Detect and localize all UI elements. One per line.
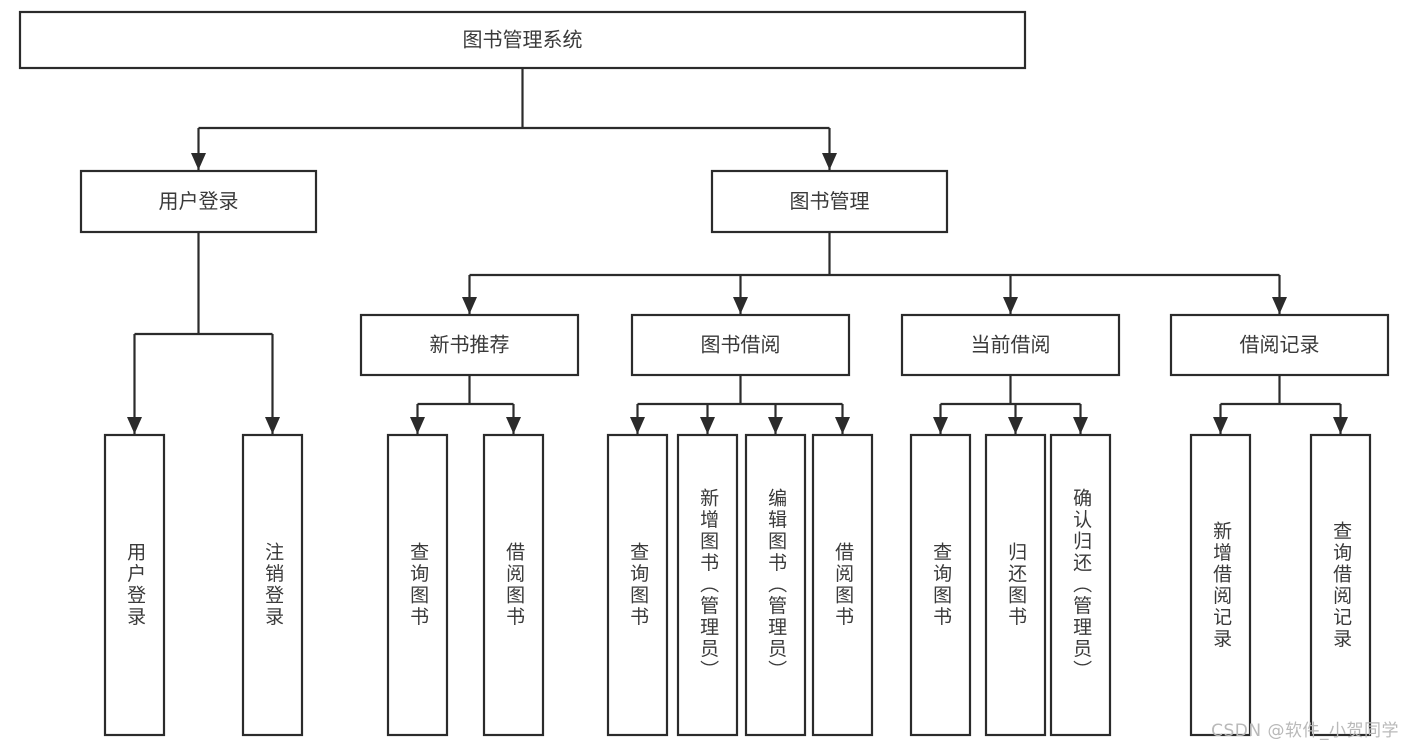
node-label-root: 图书管理系统	[463, 28, 583, 52]
node-box-leaf-current-query[interactable]	[909, 433, 972, 737]
node-box-leaf-borrow-query[interactable]	[606, 433, 669, 737]
arrow-head-icon-leaf-record-add	[1213, 417, 1228, 434]
node-box-current-borrow[interactable]	[900, 313, 1121, 377]
node-box-leaf-current-confirm[interactable]	[1049, 433, 1112, 737]
arrow-head-icon-leaf-borrow-edit	[768, 417, 783, 434]
arrow-head-icon-leaf-user-logout	[265, 417, 280, 434]
arrow-head-icon-leaf-record-query	[1333, 417, 1348, 434]
watermark: CSDN @软件_小贺同学	[1211, 721, 1399, 741]
node-label-user-login: 用户登录	[159, 189, 239, 213]
node-label-book-manage: 图书管理	[790, 189, 870, 213]
arrow-head-icon-book-manage	[822, 153, 837, 170]
node-box-leaf-borrow-lend[interactable]	[811, 433, 874, 737]
node-box-book-manage[interactable]	[710, 169, 949, 234]
node-box-leaf-rec-query[interactable]	[386, 433, 449, 737]
arrow-head-icon-leaf-borrow-lend	[835, 417, 850, 434]
arrow-head-icon-leaf-rec-query	[410, 417, 425, 434]
node-label-book-borrow: 图书借阅	[701, 333, 781, 357]
node-box-root[interactable]	[18, 10, 1027, 70]
arrow-head-icon-leaf-rec-borrow	[506, 417, 521, 434]
node-box-borrow-record[interactable]	[1169, 313, 1390, 377]
arrow-head-icon-borrow-record	[1272, 297, 1287, 314]
arrow-head-icon-leaf-current-query	[933, 417, 948, 434]
node-label-current-borrow: 当前借阅	[971, 333, 1051, 357]
node-box-user-login[interactable]	[79, 169, 318, 234]
boxes-layer	[18, 10, 1390, 737]
node-box-leaf-record-add[interactable]	[1189, 433, 1252, 737]
arrow-head-icon-book-borrow	[733, 297, 748, 314]
arrow-head-icon-current-borrow	[1003, 297, 1018, 314]
node-box-book-borrow[interactable]	[630, 313, 851, 377]
node-box-leaf-record-query[interactable]	[1309, 433, 1372, 737]
node-box-leaf-current-return[interactable]	[984, 433, 1047, 737]
arrow-head-icon-new-book-rec	[462, 297, 477, 314]
connectors-layer	[127, 68, 1348, 434]
node-label-borrow-record: 借阅记录	[1240, 333, 1320, 357]
arrow-head-icon-user-login	[191, 153, 206, 170]
arrow-head-icon-leaf-current-return	[1008, 417, 1023, 434]
arrow-head-icon-leaf-borrow-query	[630, 417, 645, 434]
arrow-head-icon-leaf-borrow-add	[700, 417, 715, 434]
node-box-leaf-user-logout[interactable]	[241, 433, 304, 737]
node-label-new-book-rec: 新书推荐	[430, 333, 510, 357]
arrow-head-icon-leaf-current-confirm	[1073, 417, 1088, 434]
node-box-leaf-borrow-edit[interactable]	[744, 433, 807, 737]
node-box-leaf-user-login[interactable]	[103, 433, 166, 737]
node-box-new-book-rec[interactable]	[359, 313, 580, 377]
arrow-head-icon-leaf-user-login	[127, 417, 142, 434]
node-box-leaf-rec-borrow[interactable]	[482, 433, 545, 737]
node-box-leaf-borrow-add[interactable]	[676, 433, 739, 737]
